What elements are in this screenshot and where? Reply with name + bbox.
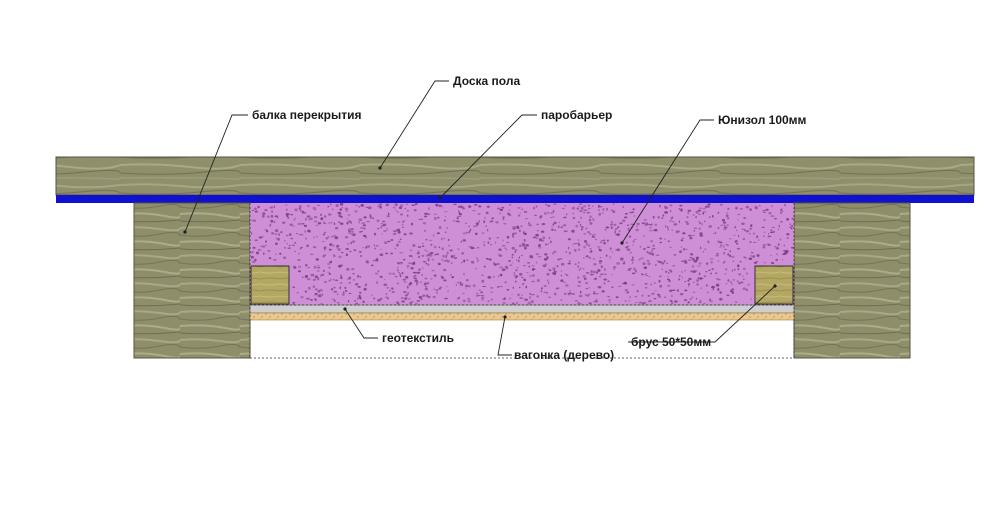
leader-bar xyxy=(628,285,776,343)
leader-beam xyxy=(184,114,248,233)
label-beam: балка перекрытия xyxy=(252,108,362,122)
label-lining: вагонка (дерево) xyxy=(514,348,614,362)
beam-right xyxy=(793,202,911,359)
construction-lines xyxy=(249,203,795,359)
leader-floor-board xyxy=(379,80,449,169)
beam-left xyxy=(133,202,251,359)
label-insulation: Юнизол 100мм xyxy=(718,113,807,127)
leader-endpoints xyxy=(183,166,777,319)
label-vapor-barrier: паробарьер xyxy=(541,108,612,122)
label-geotextile: геотекстиль xyxy=(382,331,454,345)
vapor-barrier-layer xyxy=(56,195,974,203)
leader-insulation xyxy=(621,119,714,244)
lining-layer xyxy=(249,312,795,321)
leader-lining xyxy=(497,316,512,356)
label-floor-board: Доска пола xyxy=(453,74,520,88)
geotextile-layer xyxy=(249,304,795,314)
floor-board xyxy=(55,156,975,196)
leader-lines xyxy=(184,80,776,356)
leader-vapor-barrier xyxy=(439,114,537,199)
label-bar: брус 50*50мм xyxy=(631,335,711,349)
insulation-speckles xyxy=(249,202,795,306)
leader-geotextile xyxy=(344,308,378,339)
bar-left xyxy=(250,265,290,305)
